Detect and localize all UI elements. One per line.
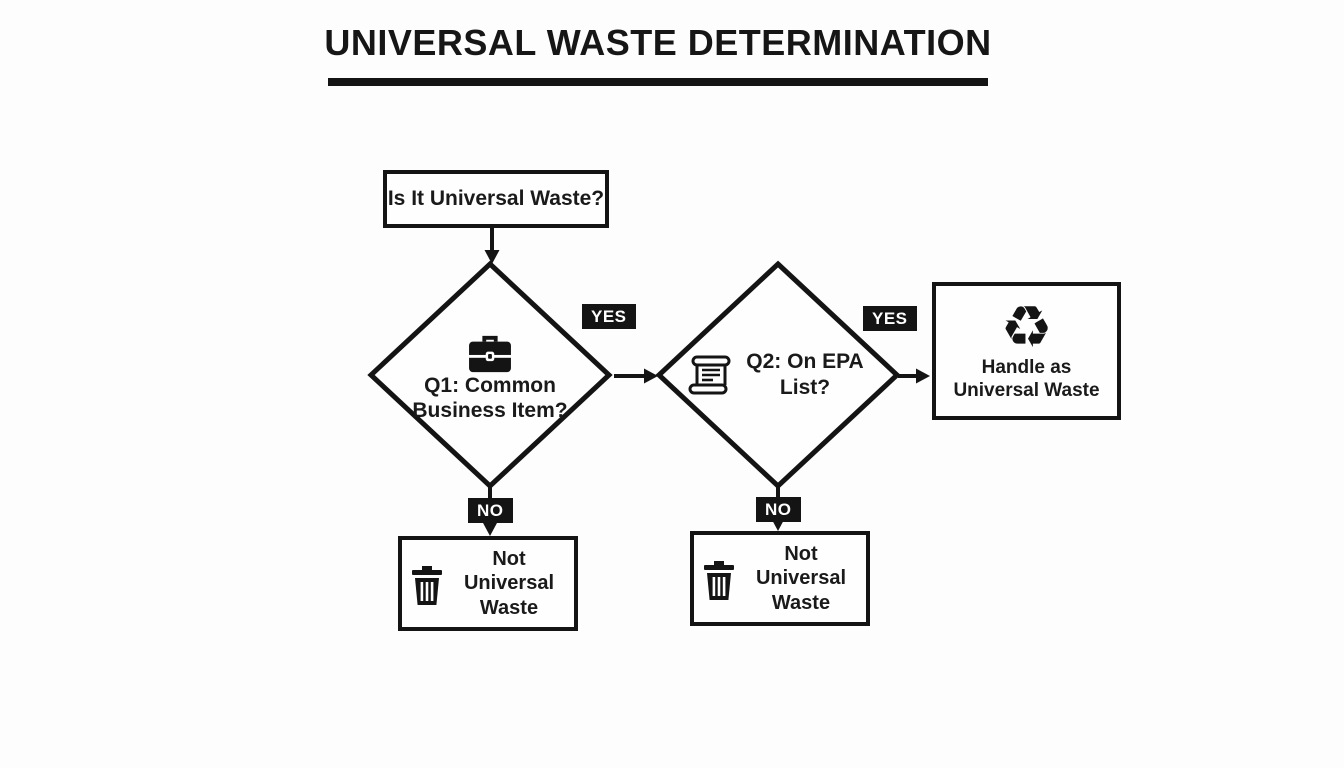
edge-label-q1-yes: YES — [582, 304, 636, 330]
edge-label-q2-yes: YES — [863, 306, 917, 332]
title-underline — [328, 78, 988, 86]
node-q2-decision: Q2: On EPA List? — [654, 259, 902, 491]
node-start-label: Is It Universal Waste? — [387, 187, 605, 210]
node-not-q1-label: Not Universal Waste — [463, 547, 555, 619]
scroll-icon — [687, 354, 733, 396]
trash-icon — [410, 561, 444, 607]
node-handle-as-universal-waste: ♻ Handle as Universal Waste — [932, 282, 1121, 420]
node-q1-decision: Q1: Common Business Item? — [366, 259, 614, 491]
briefcase-icon — [467, 334, 513, 374]
node-not-universal-waste-q2: Not Universal Waste — [690, 531, 870, 626]
page-title: UNIVERSAL WASTE DETERMINATION — [324, 22, 992, 63]
node-q1-label: Q1: Common Business Item? — [412, 374, 568, 422]
node-start: Is It Universal Waste? — [383, 170, 609, 228]
diamond-shape — [367, 260, 613, 490]
trash-icon — [702, 556, 736, 602]
edge-label-q2-no: NO — [756, 497, 801, 523]
recycle-icon: ♻ — [1000, 292, 1053, 361]
diamond-shape — [655, 260, 901, 490]
edge-label-q1-no: NO — [468, 498, 513, 524]
node-not-universal-waste-q1: Not Universal Waste — [398, 536, 578, 631]
node-handle-label: Handle as Universal Waste — [953, 356, 1100, 401]
node-not-q2-label: Not Universal Waste — [755, 542, 847, 614]
node-q2-label: Q2: On EPA List? — [746, 349, 864, 399]
